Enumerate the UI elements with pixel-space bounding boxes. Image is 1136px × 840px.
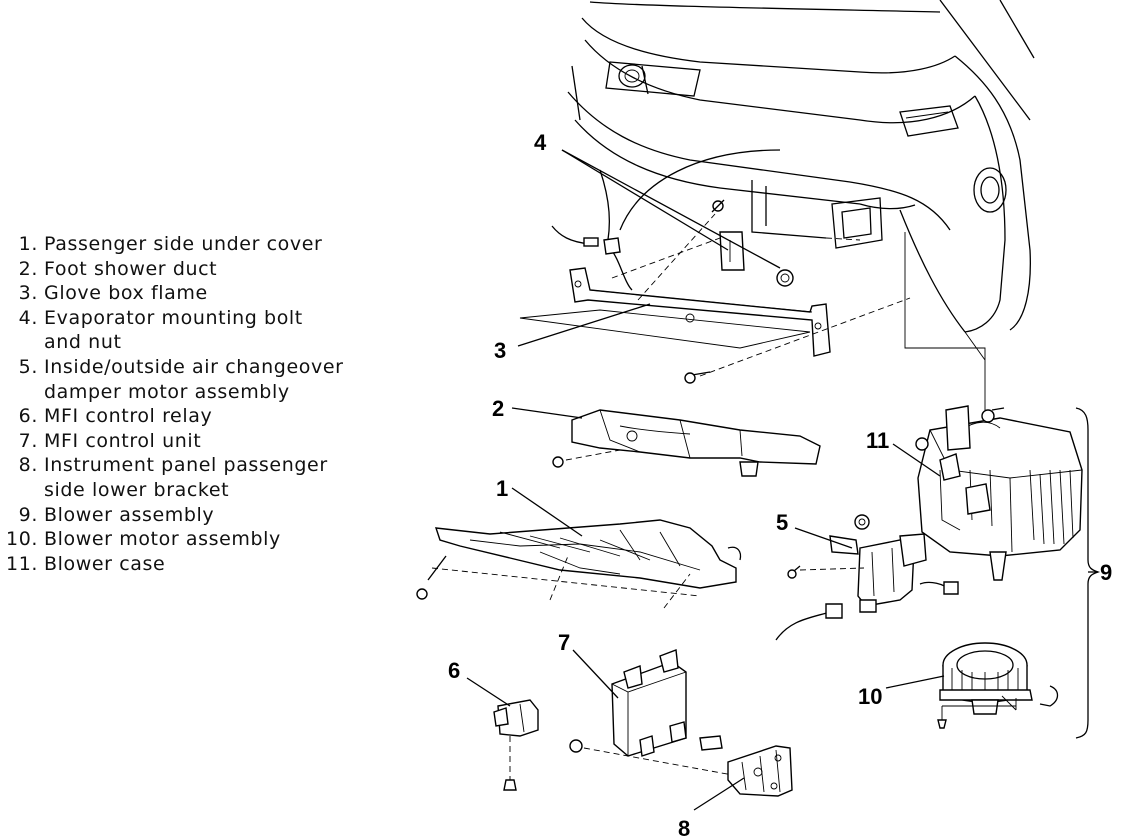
callout-11: 11 xyxy=(866,428,889,453)
foot-shower-duct xyxy=(552,409,821,477)
mfi-control-unit xyxy=(569,649,761,781)
legend-item-4-continued: and nut xyxy=(44,331,122,354)
legend-item-8-continued: side lower bracket xyxy=(44,478,230,501)
damper-motor-assembly xyxy=(775,514,959,641)
legend-item-5-continued: damper motor assembly xyxy=(44,380,290,403)
passenger-side-under-cover xyxy=(416,519,742,609)
blower-assembly xyxy=(915,405,1083,581)
legend-item-8: 8.Instrument panel passenger xyxy=(18,454,328,477)
callout-6: 6 xyxy=(448,658,460,683)
parts-legend: 1.Passenger side under cover 2.Foot show… xyxy=(6,232,386,576)
callout-3: 3 xyxy=(494,338,506,363)
legend-item-7: 7.MFI control unit xyxy=(18,429,202,452)
callout-7: 7 xyxy=(558,630,570,655)
mfi-control-relay xyxy=(493,699,539,791)
blower-motor-assembly xyxy=(937,642,1059,729)
callout-2: 2 xyxy=(492,396,504,421)
legend-item-10: 10.Blower motor assembly xyxy=(6,528,281,551)
glove-box-flame xyxy=(519,213,911,384)
legend-item-4: 4.Evaporator mounting bolt xyxy=(18,306,303,329)
legend-item-11: 11.Blower case xyxy=(6,552,166,575)
callout-1: 1 xyxy=(496,476,508,501)
callout-9: 9 xyxy=(1100,560,1112,585)
callout-5: 5 xyxy=(776,510,788,535)
callout-4: 4 xyxy=(534,130,547,155)
legend-item-2: 2.Foot shower duct xyxy=(18,257,218,280)
callout-8: 8 xyxy=(678,816,690,840)
legend-item-5: 5.Inside/outside air changeover xyxy=(18,355,344,378)
instrument-panel-lower-bracket xyxy=(727,745,793,797)
legend-item-6: 6.MFI control relay xyxy=(18,405,213,428)
blower-assembly-bracket xyxy=(1075,407,1101,739)
legend-item-1: 1.Passenger side under cover xyxy=(18,233,323,255)
legend-item-9: 9.Blower assembly xyxy=(18,503,215,526)
legend-item-3: 3.Glove box flame xyxy=(18,282,208,305)
callout-10: 10 xyxy=(858,684,882,709)
instrument-panel-outline xyxy=(567,0,1035,410)
leader-lines xyxy=(466,149,1098,811)
